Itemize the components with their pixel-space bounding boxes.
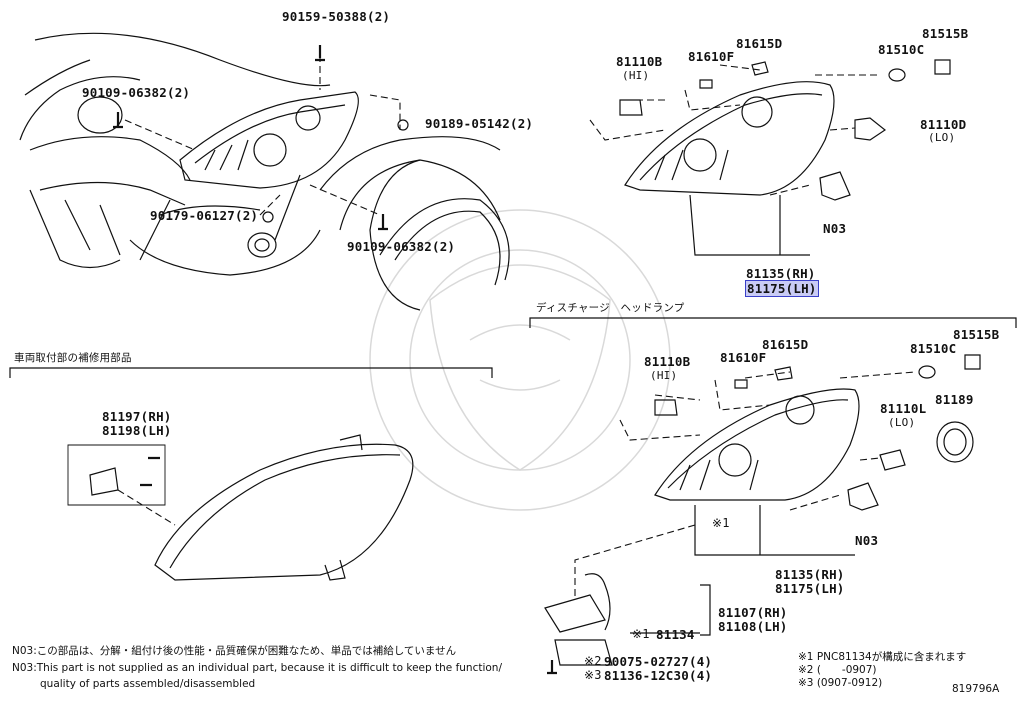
headlamp-assembly-upper — [589, 59, 951, 256]
part-number-screw[interactable]: 90075-02727(4) — [604, 654, 713, 669]
label-lo: (LO) — [928, 131, 956, 144]
part-number-assy-lh-highlighted[interactable]: 81175(LH) — [745, 280, 819, 297]
label-hi-lower: (HI) — [650, 369, 678, 382]
part-number-bolt-top[interactable]: 90159-50388(2) — [282, 9, 391, 24]
highlight-box[interactable]: 81175(LH) — [745, 280, 819, 297]
part-number-bulb-3-lower[interactable]: 81510C — [910, 341, 957, 356]
part-number-bracket-lh[interactable]: 81198(LH) — [102, 423, 172, 438]
part-number-socket[interactable]: 81515B — [922, 26, 969, 41]
part-number-bolt-left[interactable]: 90109-06382(2) — [82, 85, 191, 100]
label-lo-lower: (LO) — [888, 416, 916, 429]
bracket-repair-parts — [9, 367, 493, 581]
note-n03-jp: N03:この部品は、分解・組付け後の性能・品質確保が困難なため、単品では補給して… — [12, 645, 457, 657]
note-n03-en-2: quality of parts assembled/disassembled — [40, 678, 256, 690]
label-n03-upper[interactable]: N03 — [823, 221, 847, 236]
discharge-headlamp-assembly — [529, 317, 1017, 675]
part-number-bulb-2[interactable]: 81615D — [736, 36, 783, 51]
part-number-gasket[interactable]: 81136-12C30(4) — [604, 668, 713, 683]
heading-discharge-headlamp: ディスチャージ ヘッドランプ — [536, 302, 685, 314]
mark-2-screw: ※2 — [584, 654, 602, 668]
mark-1-assembly: ※1 — [712, 516, 730, 530]
part-number-cap[interactable]: 81189 — [935, 392, 974, 407]
part-number-assy-lh-lower[interactable]: 81175(LH) — [775, 581, 845, 596]
watermark-emblem — [369, 209, 671, 511]
part-number-screw-lower[interactable]: 90179-06127(2) — [150, 208, 259, 223]
part-number-bulb-hi[interactable]: 81110B — [616, 54, 663, 69]
note-ref-1: ※1 PNC81134が構成に含まれます — [798, 651, 967, 663]
part-number-bolt-lower[interactable]: 90109-06382(2) — [347, 239, 456, 254]
car-front-illustration — [19, 32, 510, 311]
part-number-bulb-lo[interactable]: 81110D — [920, 117, 967, 132]
part-number-computer[interactable]: 81134 — [656, 627, 695, 642]
part-number-bulb-1[interactable]: 81610F — [688, 49, 735, 64]
part-number-clip-right[interactable]: 90189-05142(2) — [425, 116, 534, 131]
part-number-assy-rh-lower[interactable]: 81135(RH) — [775, 567, 845, 582]
heading-vehicle-mount-parts: 車両取付部の補修用部品 — [14, 352, 132, 364]
note-ref-2: ※2 ( -0907) — [798, 664, 877, 676]
diagram-id: 819796A — [952, 683, 1000, 695]
part-number-bracket-rh[interactable]: 81197(RH) — [102, 409, 172, 424]
note-ref-3: ※3 (0907-0912) — [798, 677, 883, 689]
label-n03-lower[interactable]: N03 — [855, 533, 879, 548]
part-number-bulb-1-lower[interactable]: 81610F — [720, 350, 767, 365]
part-number-socket-lower[interactable]: 81515B — [953, 327, 1000, 342]
part-number-bulb-3[interactable]: 81510C — [878, 42, 925, 57]
part-number-assy-rh[interactable]: 81135(RH) — [746, 266, 816, 281]
part-number-ballast-rh[interactable]: 81107(RH) — [718, 605, 788, 620]
part-number-ballast-lh[interactable]: 81108(LH) — [718, 619, 788, 634]
mark-3-gasket: ※3 — [584, 668, 602, 682]
part-number-bulb-hi-lower[interactable]: 81110B — [644, 354, 691, 369]
label-hi: (HI) — [622, 69, 650, 82]
part-number-bulb-2-lower[interactable]: 81615D — [762, 337, 809, 352]
mark-1-computer: ※1 — [632, 627, 650, 641]
note-n03-en-1: N03:This part is not supplied as an indi… — [12, 662, 502, 674]
part-number-bulb-lo-lower[interactable]: 81110L — [880, 401, 927, 416]
